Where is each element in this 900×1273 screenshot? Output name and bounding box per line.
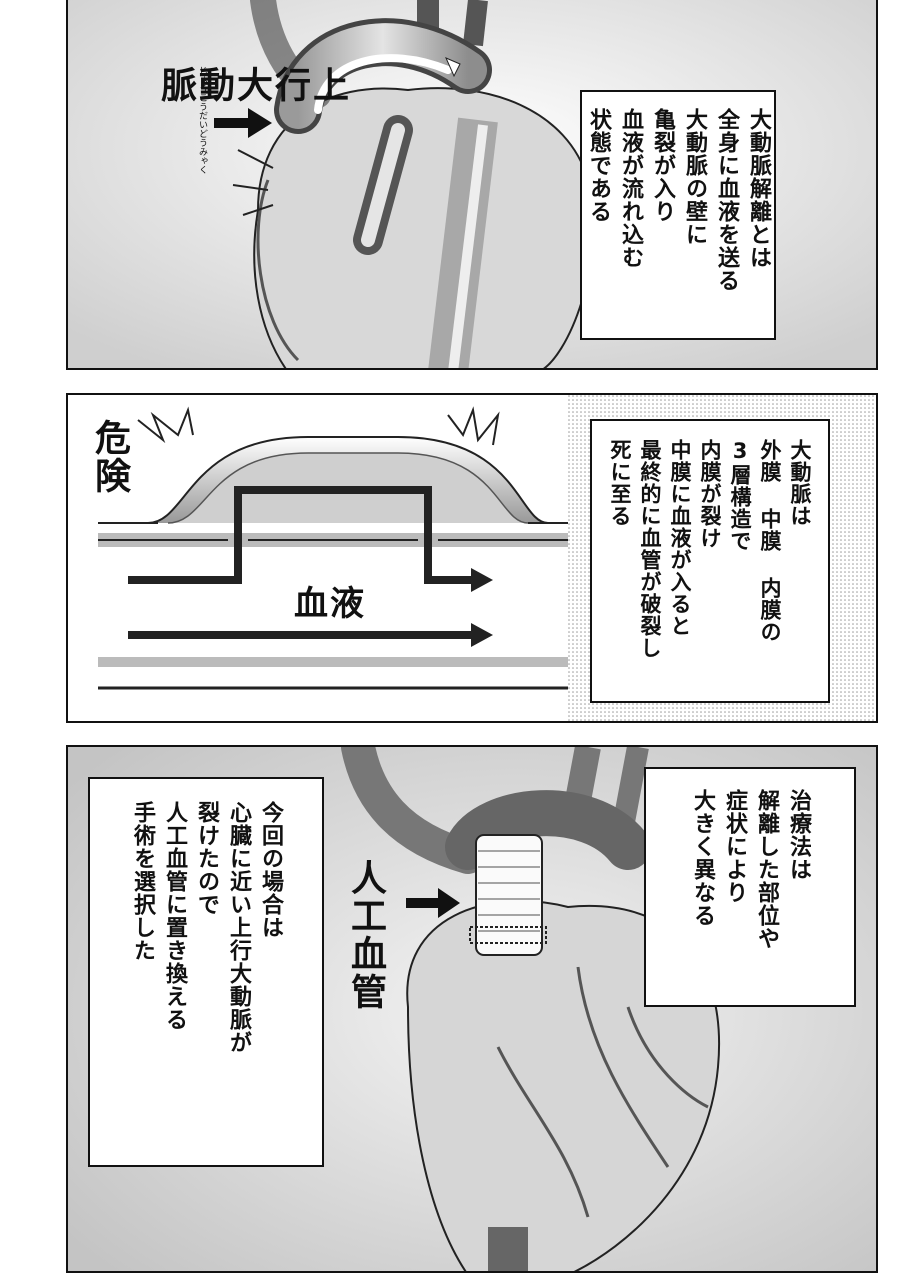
caption-surgery-choice-text: 今回の場合は 心臓に近い上行大動脈が 裂けたので 人工血管に置き換える 手術を選… <box>130 801 283 1054</box>
panel-treatment: 人工血管 治療法は 解離した部位や 症状により 大きく異なる 今回の場合は 心臓… <box>66 745 878 1273</box>
danger-label: 危険 <box>89 419 130 495</box>
caption-treatment-varies: 治療法は 解離した部位や 症状により 大きく異なる <box>644 767 856 1007</box>
caption-three-layers: 大動脈は 外膜 中膜 内膜の 3層構造で 内膜が裂け 中膜に血液が入ると 最終的… <box>590 419 830 703</box>
panel-aortic-dissection: 上行大動脈 じょうこうだいどうみゃく 大動脈解離とは 全身に血液を送る 大動脈の… <box>66 0 878 370</box>
caption-three-layers-text: 大動脈は 外膜 中膜 内膜の 3層構造で 内膜が裂け 中膜に血液が入ると 最終的… <box>608 439 812 659</box>
ascending-aorta-ruby: じょうこうだいどうみゃく <box>197 66 207 174</box>
ascending-aorta-text: 上行大動脈 <box>155 66 348 104</box>
pointer-arrow-icon <box>406 888 460 918</box>
caption-surgery-choice: 今回の場合は 心臓に近い上行大動脈が 裂けたので 人工血管に置き換える 手術を選… <box>88 777 324 1167</box>
panel-aortic-layers: 危険 血液 大動脈は 外膜 中膜 内膜の 3層構造で 内膜が裂け 中膜に血液が入… <box>66 393 878 723</box>
caption-dissection-definition: 大動脈解離とは 全身に血液を送る 大動脈の壁に 亀裂が入り 血液が流れ込む 状態… <box>580 90 776 340</box>
pointer-arrow-icon <box>214 108 272 138</box>
caption-treatment-varies-text: 治療法は 解離した部位や 症状により 大きく異なる <box>690 789 811 950</box>
caption-dissection-text: 大動脈解離とは 全身に血液を送る 大動脈の壁に 亀裂が入り 血液が流れ込む 状態… <box>586 108 771 292</box>
blood-label: 血液 <box>294 584 366 624</box>
artificial-vessel-label: 人工血管 <box>345 859 386 1011</box>
